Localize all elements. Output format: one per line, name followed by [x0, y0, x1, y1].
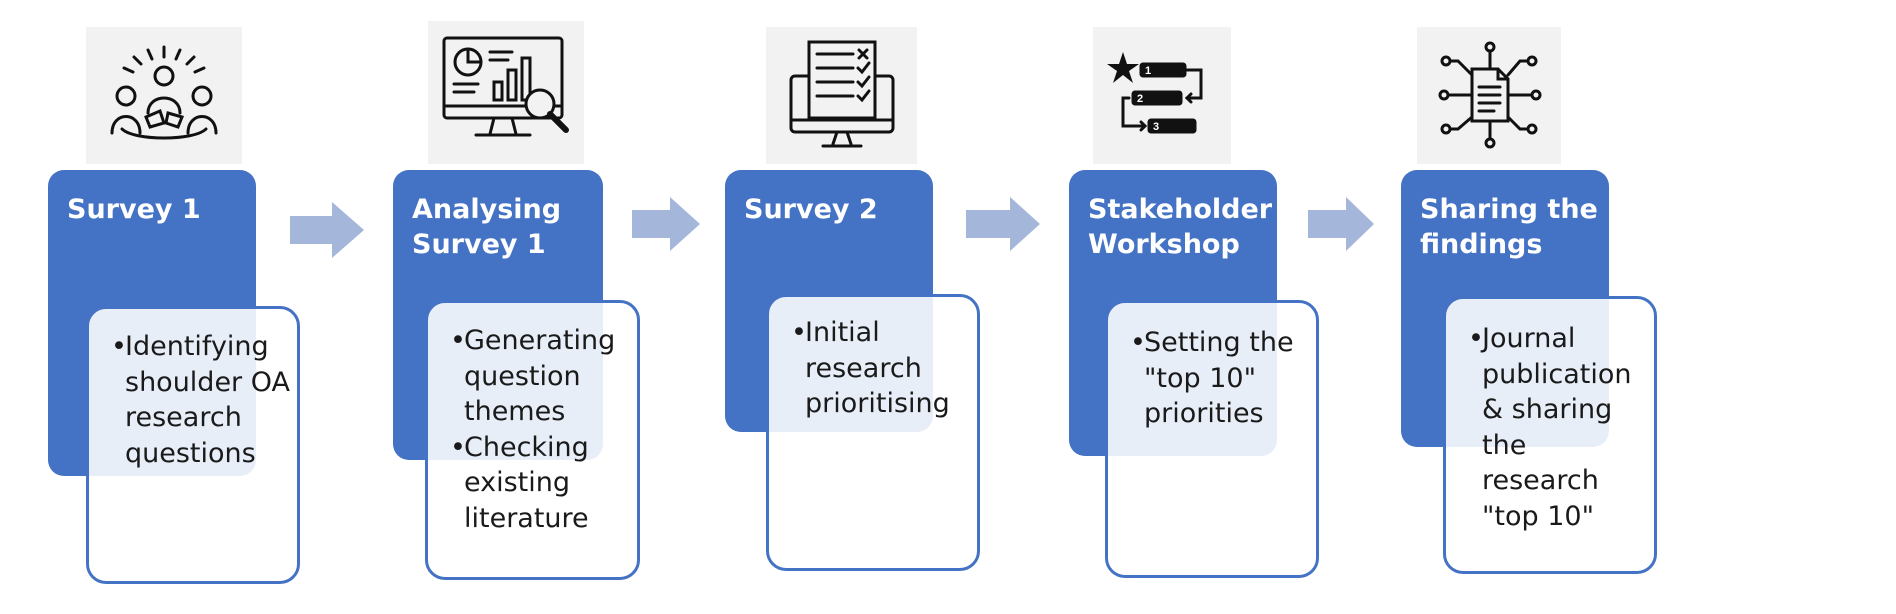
bullet-item: Identifying shoulder OA research questio…	[111, 329, 291, 471]
icon-box-4: 1 2 3	[1093, 27, 1231, 164]
bullet-item: Generating question themes	[450, 323, 631, 430]
bullet-list: Journal publication & sharing the resear…	[1468, 321, 1648, 534]
bullet-list: Generating question themes Checking exis…	[450, 323, 631, 536]
right-arrow-icon	[966, 197, 1040, 251]
bullet-item: Checking existing literature	[450, 430, 631, 537]
detail-box-stakeholder-workshop: Setting the "top 10" priorities	[1105, 300, 1319, 578]
icon-box-2	[428, 21, 584, 164]
bullet-item: Journal publication & sharing the resear…	[1468, 321, 1648, 534]
bullet-list: Identifying shoulder OA research questio…	[111, 329, 291, 471]
svg-text:3: 3	[1153, 121, 1159, 133]
right-arrow-icon	[290, 202, 364, 258]
stage-title: Sharing the findings	[1420, 194, 1598, 260]
bullet-item: Initial research prioritising	[791, 315, 971, 422]
stage-title: Survey 1	[67, 194, 201, 225]
stage-title: Analysing Survey 1	[412, 194, 562, 260]
bullet-item: Setting the "top 10" priorities	[1130, 325, 1310, 432]
monitor-checklist-icon	[789, 40, 894, 147]
detail-box-sharing-the-findings: Journal publication & sharing the resear…	[1443, 296, 1657, 574]
detail-box-survey-2: Initial research prioritising	[766, 294, 980, 571]
icon-box-5	[1417, 27, 1561, 164]
svg-text:1: 1	[1145, 65, 1151, 77]
detail-box-analysing-survey-1: Generating question themes Checking exis…	[425, 300, 640, 580]
svg-text:2: 2	[1137, 93, 1143, 105]
bullet-list: Initial research prioritising	[791, 315, 971, 422]
icon-box-3	[766, 27, 917, 164]
bullet-list: Setting the "top 10" priorities	[1130, 325, 1310, 432]
detail-box-survey-1: Identifying shoulder OA research questio…	[86, 306, 300, 584]
ranking-list-icon: 1 2 3	[1107, 51, 1203, 133]
document-network-icon	[1438, 41, 1542, 148]
stage-title: Stakeholder Workshop	[1088, 194, 1273, 260]
right-arrow-icon	[1308, 197, 1374, 251]
stage-title: Survey 2	[744, 194, 878, 225]
icon-box-1	[86, 27, 242, 164]
right-arrow-icon	[632, 197, 700, 251]
monitor-analytics-icon	[442, 36, 569, 137]
group-discussion-icon	[110, 45, 218, 139]
